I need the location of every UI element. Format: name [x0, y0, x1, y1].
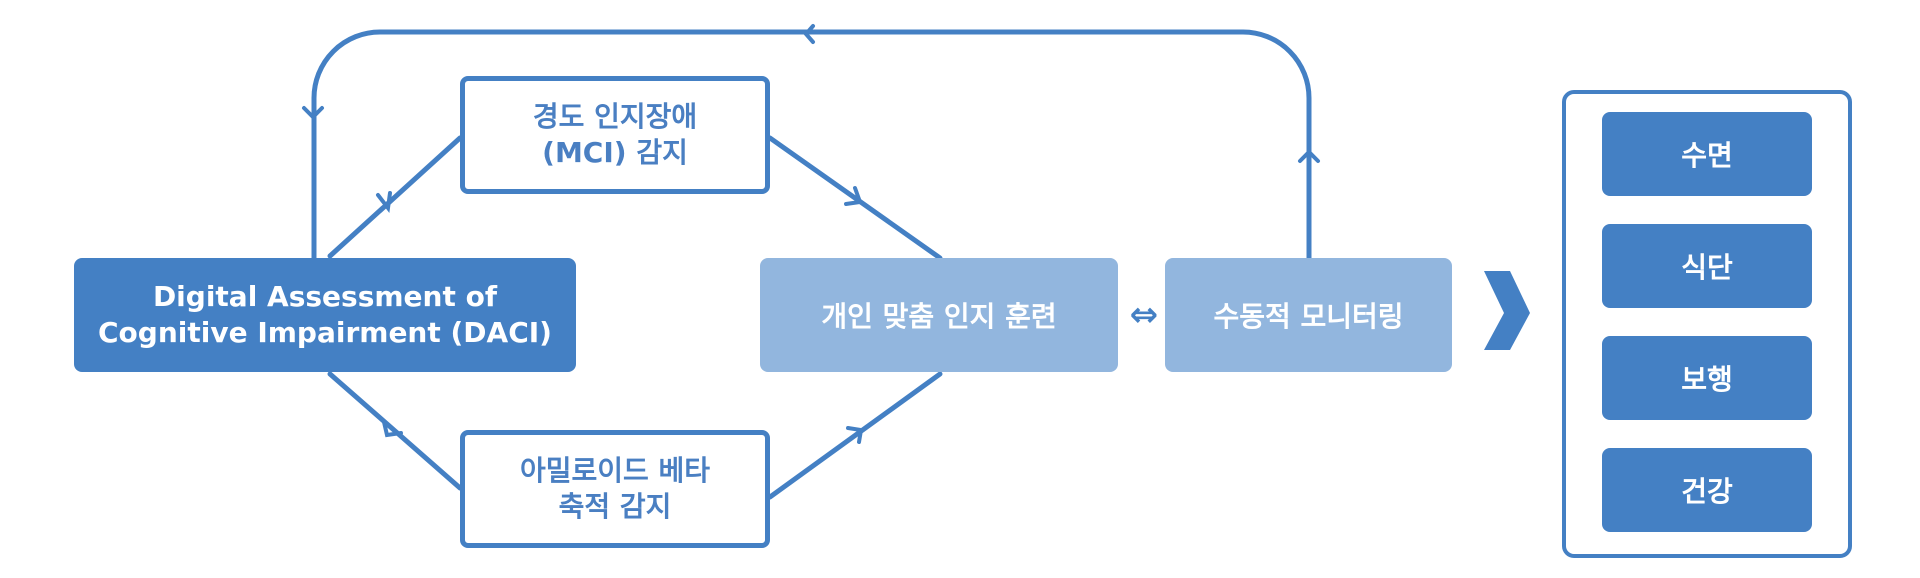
- factor-label: 수면: [1681, 139, 1733, 172]
- arrow-loop-up-icon: [1298, 149, 1320, 163]
- factor-label: 건강: [1681, 475, 1733, 508]
- factor-item-diet: 식단: [1602, 224, 1812, 308]
- training-node: 개인 맞춤 인지 훈련: [760, 258, 1118, 372]
- edge-daci-to-amyloid: [327, 371, 463, 491]
- mci-line2: (MCI) 감지: [542, 136, 688, 169]
- daci-node: Digital Assessment of Cognitive Impairme…: [74, 258, 576, 372]
- chevron-right-icon: [1484, 271, 1530, 350]
- edge-amyloid-to-training: [767, 371, 943, 500]
- amyloid-line2: 축적 감지: [558, 490, 672, 523]
- amyloid-line1: 아밀로이드 베타: [519, 454, 711, 487]
- factor-item-health: 건강: [1602, 448, 1812, 532]
- factor-item-sleep: 수면: [1602, 112, 1812, 196]
- factor-label: 보행: [1681, 363, 1733, 396]
- training-label: 개인 맞춤 인지 훈련: [821, 300, 1057, 333]
- mci-line1: 경도 인지장애: [532, 100, 698, 133]
- factor-item-gait: 보행: [1602, 336, 1812, 420]
- daci-line1: Digital Assessment of: [152, 280, 498, 313]
- feedback-loop-edge: [311, 29, 1312, 261]
- amyloid-node: 아밀로이드 베타 축적 감지: [460, 430, 770, 548]
- arrow-training-top-icon: [844, 186, 863, 206]
- arrow-mci-icon: [376, 191, 392, 214]
- monitoring-label: 수동적 모니터링: [1213, 300, 1404, 333]
- mci-node: 경도 인지장애 (MCI) 감지: [460, 76, 770, 194]
- daci-line2: Cognitive Impairment (DACI): [98, 316, 552, 349]
- monitoring-node: 수동적 모니터링: [1165, 258, 1452, 372]
- edge-daci-to-mci: [327, 135, 463, 259]
- factor-label: 식단: [1681, 251, 1733, 284]
- arrow-training-bottom-icon: [846, 426, 864, 444]
- arrow-loop-down-icon: [302, 106, 324, 120]
- arrow-amyloid-icon: [382, 420, 403, 438]
- bidirectional-arrow-icon: ⇔: [1129, 295, 1159, 335]
- edge-mci-to-training: [767, 135, 943, 261]
- arrow-loop-left-icon: [803, 24, 815, 44]
